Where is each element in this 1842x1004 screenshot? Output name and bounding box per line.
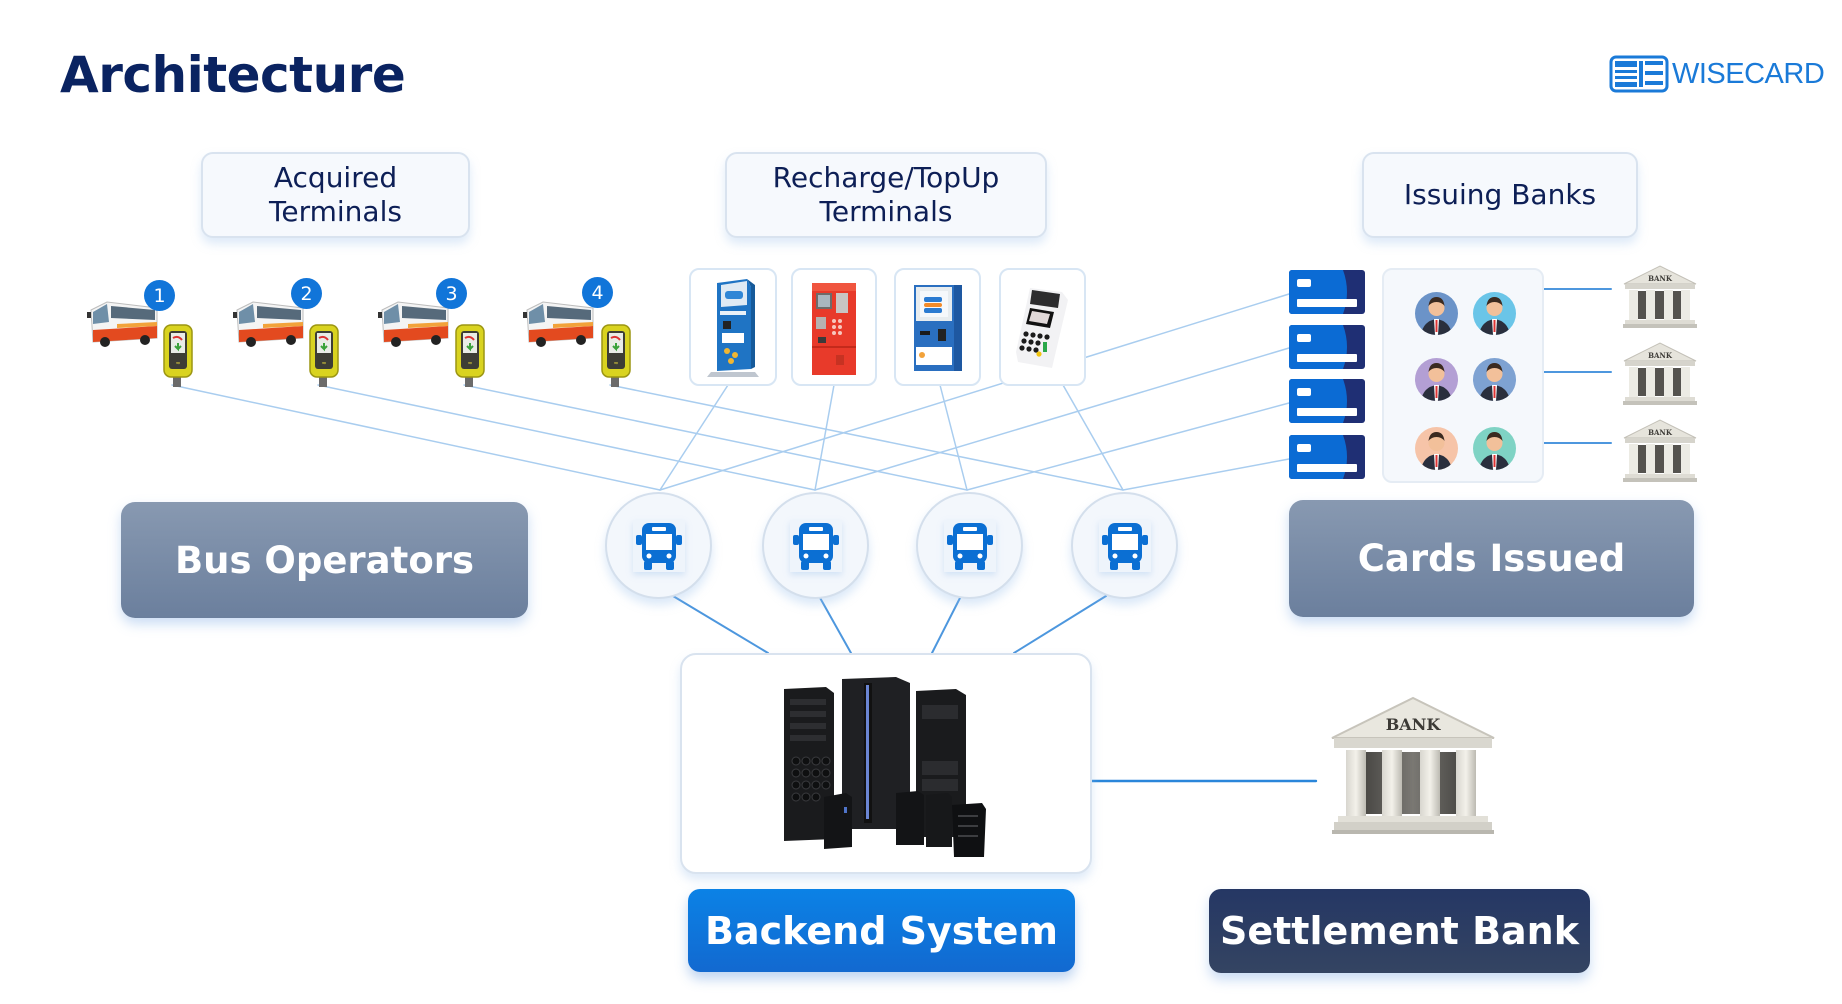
acquired-terminals-line1: Acquired — [273, 161, 398, 194]
card-validator-icon: ≈ — [308, 323, 342, 391]
recharge-terminals-line1: Recharge/TopUp — [772, 161, 1000, 194]
bus-number-badge: 2 — [291, 278, 322, 309]
recharge-device-1[interactable] — [689, 268, 777, 386]
svg-text:BANK: BANK — [1648, 351, 1673, 360]
issuing-banks-label: Issuing Banks — [1362, 152, 1638, 238]
wire-card1-hub1 — [659, 293, 1290, 491]
backend-system-button[interactable]: Backend System — [688, 889, 1075, 972]
bus-number-badge: 4 — [582, 277, 613, 308]
wire-wallkiosk-hub3 — [939, 384, 968, 491]
settlement-bank-label: Settlement Bank — [1219, 909, 1579, 953]
wall-kiosk-icon — [913, 285, 962, 371]
bus-number-badge: 1 — [144, 280, 175, 311]
svg-text:≈: ≈ — [467, 360, 472, 367]
page-title: Architecture — [60, 46, 406, 104]
card-validator-icon: ≈ — [454, 323, 488, 391]
bus-icon — [378, 300, 450, 354]
pos-terminal-icon — [1015, 288, 1068, 368]
svg-text:≈: ≈ — [321, 360, 326, 367]
recharge-device-2[interactable] — [791, 268, 877, 386]
settlement-bank-sign: BANK — [1386, 715, 1442, 734]
brand-name: WISECARD — [1672, 57, 1825, 90]
bus-front-icon — [792, 522, 839, 570]
wire-card4-hub4 — [1122, 458, 1290, 491]
server-rack-icon — [784, 676, 986, 857]
card-validator-icon: ≈ — [162, 323, 196, 391]
wire-vending-hub2 — [814, 384, 835, 491]
acquired-terminals-label: Acquired Terminals — [201, 152, 470, 238]
bus-icon — [523, 300, 595, 354]
acquired-terminals-line2: Terminals — [269, 195, 402, 228]
settlement-bank-button[interactable]: Settlement Bank — [1209, 889, 1590, 973]
bus-front-icon — [946, 522, 993, 570]
backend-servers-panel — [680, 653, 1092, 874]
bus-operators-box[interactable]: Bus Operators — [121, 502, 528, 618]
transit-hub[interactable] — [762, 492, 869, 599]
bank-building-icon: BANK — [1622, 341, 1698, 411]
transit-hub[interactable] — [916, 492, 1023, 599]
wire-validator1-hub1 — [171, 384, 661, 491]
recharge-terminals-line2: Terminals — [819, 195, 953, 228]
bus-front-icon — [1101, 522, 1148, 570]
card-icon — [1289, 379, 1365, 423]
svg-text:BANK: BANK — [1648, 274, 1673, 283]
bank-building-icon: BANK — [1622, 264, 1698, 334]
bank-building-icon: BANK — [1331, 696, 1495, 834]
person-glasses-icon — [1415, 358, 1458, 401]
customers-panel — [1382, 268, 1544, 483]
bus-number-badge: 3 — [436, 278, 467, 309]
wire-kiosk-hub1 — [659, 384, 729, 491]
cards-issued-label: Cards Issued — [1357, 537, 1626, 580]
settlement-bank-building: BANK — [1330, 694, 1496, 842]
wire-hub1-backend — [672, 595, 769, 654]
transit-hub[interactable] — [605, 492, 712, 599]
person-woman-icon — [1473, 292, 1516, 335]
cards-issued-box[interactable]: Cards Issued — [1289, 500, 1694, 617]
wire-pos-hub4 — [1062, 384, 1124, 491]
card-icon — [1289, 270, 1365, 314]
card-icon — [1289, 325, 1365, 369]
wire-card2-hub2 — [814, 347, 1290, 491]
wire-hub2-backend — [818, 595, 852, 654]
recharge-terminals-label: Recharge/TopUp Terminals — [725, 152, 1047, 238]
recharge-device-3[interactable] — [894, 268, 981, 386]
wire-validator4-hub4 — [609, 384, 1124, 491]
wire-hub4-backend — [1013, 595, 1107, 654]
wisecard-logo-icon — [1609, 55, 1669, 93]
wire-card3-hub3 — [966, 402, 1290, 491]
person-tablet-icon — [1473, 358, 1516, 401]
red-vending-machine-icon — [812, 283, 856, 375]
wire-validator2-hub2 — [317, 384, 816, 491]
svg-text:≈: ≈ — [175, 360, 180, 367]
wire-validator3-hub3 — [463, 384, 968, 491]
wire-hub3-backend — [931, 595, 962, 654]
bus-operators-label: Bus Operators — [174, 538, 475, 582]
bus-icon — [233, 300, 305, 354]
card-validator-icon: ≈ — [600, 323, 634, 391]
backend-system-label: Backend System — [705, 908, 1058, 953]
recharge-device-4[interactable] — [999, 268, 1086, 386]
person-tablet-icon — [1415, 292, 1458, 335]
brand-logo: WISECARD — [1609, 54, 1825, 94]
bank-building-icon: BANK — [1622, 418, 1698, 488]
person-laptop-icon — [1415, 427, 1458, 470]
transit-hub[interactable] — [1071, 492, 1178, 599]
standing-kiosk-icon — [707, 279, 759, 377]
person-phone-icon — [1473, 427, 1516, 470]
svg-text:BANK: BANK — [1648, 428, 1673, 437]
issuing-banks-text: Issuing Banks — [1403, 178, 1597, 211]
bus-front-icon — [635, 522, 682, 570]
card-icon — [1289, 435, 1365, 479]
bus-icon — [87, 300, 159, 354]
svg-text:≈: ≈ — [613, 360, 618, 367]
